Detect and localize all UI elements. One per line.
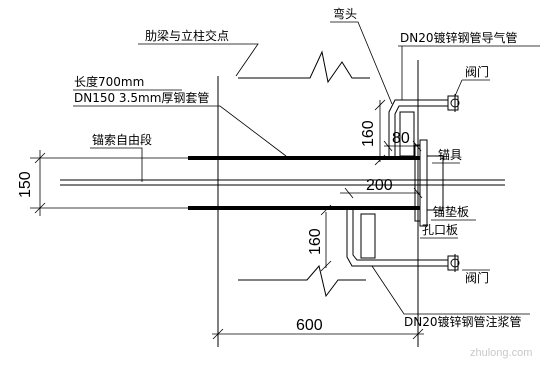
- label-beam-column: 肋梁与立柱交点: [145, 28, 229, 43]
- dim-80: 80: [392, 130, 410, 147]
- dim-160-bottom: 160: [307, 228, 324, 255]
- steel-casing: [188, 156, 420, 210]
- dim-160-top: 160: [360, 120, 377, 147]
- label-valve-top: 阀门: [465, 64, 489, 79]
- label-casing: DN150 3.5mm厚钢套管: [74, 90, 209, 105]
- dim-150: 150: [17, 171, 34, 198]
- label-vent-pipe: DN20镀锌钢管导气管: [400, 30, 518, 45]
- dimension-lines: [30, 99, 424, 340]
- label-bearing-plate: 锚垫板: [433, 204, 469, 219]
- vent-pipe: [388, 99, 448, 158]
- valve-top-icon: [447, 94, 460, 112]
- grout-pipe: [346, 208, 448, 267]
- label-orifice-plate: 孔口板: [422, 223, 458, 237]
- label-elbow: 弯头: [333, 6, 357, 21]
- label-grout-pipe: DN20镀锌钢管注浆管: [404, 314, 522, 329]
- dim-200: 200: [366, 177, 393, 194]
- anchor-cable: [60, 179, 505, 186]
- label-free-segment: 锚索自由段: [92, 132, 152, 147]
- label-valve-bottom: 阀门: [465, 270, 489, 285]
- label-anchor: 锚具: [438, 147, 462, 162]
- valve-bottom-icon: [447, 254, 460, 272]
- label-length: 长度700mm: [74, 74, 144, 89]
- column-outline: [217, 50, 419, 347]
- anchor-head-assembly: [414, 139, 444, 227]
- watermark: zhulong.com: [470, 347, 532, 359]
- dim-600: 600: [296, 317, 323, 334]
- leader-lines: [73, 21, 540, 315]
